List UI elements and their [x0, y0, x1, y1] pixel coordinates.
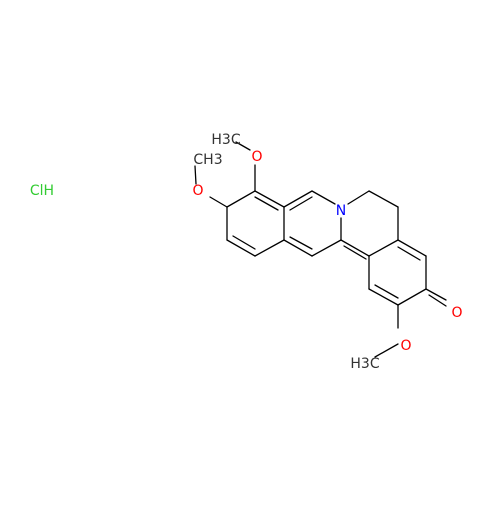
oxygen-ketone-label: O [451, 305, 462, 321]
oxygen-methoxy-left-label: O [192, 183, 203, 199]
oxygen-methoxy-bottom-label: O [400, 338, 411, 354]
bond-lines [194, 141, 447, 358]
oxygen-methoxy-top-label: O [251, 149, 262, 165]
atom-labels: N O O O O H3C CH3 H3C ClH [30, 132, 463, 372]
methyl-top-label: H3C [211, 132, 240, 148]
nitrogen-label: N [336, 203, 346, 219]
methyl-left-label: CH3 [193, 152, 222, 168]
salt-label: ClH [30, 183, 54, 199]
methyl-bottom-label: H3C [350, 356, 379, 372]
